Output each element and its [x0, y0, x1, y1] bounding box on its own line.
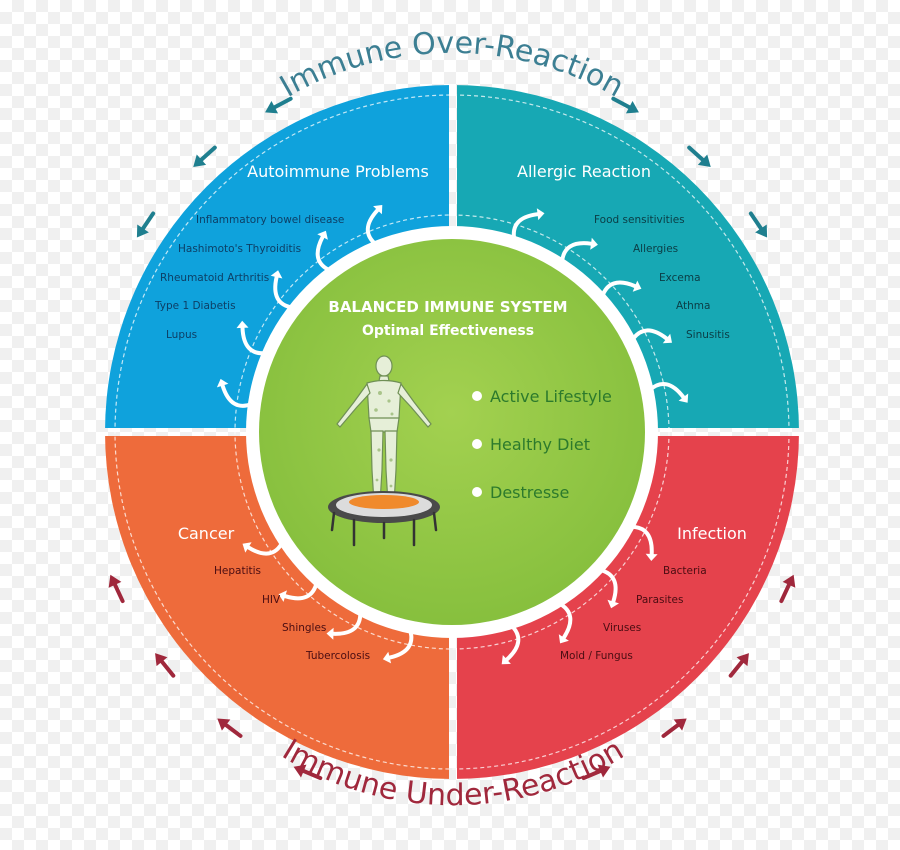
- dashed-arrow: [136, 211, 156, 238]
- list-item: HIV: [262, 594, 281, 606]
- list-item: Excema: [659, 272, 701, 284]
- list-item: Bacteria: [663, 565, 707, 577]
- curved-arrow: [628, 524, 658, 561]
- bullet-dot: [472, 439, 482, 449]
- curved-arrow: [557, 601, 573, 644]
- infection-list: Bacteria Parasites Viruses Mold / Fungus: [560, 565, 707, 662]
- curved-arrow: [597, 567, 619, 609]
- autoimmune-title: Autoimmune Problems: [247, 162, 429, 181]
- curved-arrow: [216, 378, 254, 408]
- dashed-arrow: [728, 653, 749, 678]
- lifestyle-bullets: Active Lifestyle Healthy Diet Destresse: [472, 387, 612, 502]
- list-item: Food sensitivities: [594, 214, 685, 226]
- allergic-title: Allergic Reaction: [517, 162, 651, 181]
- dashed-arrow: [779, 574, 796, 604]
- cancer-title: Cancer: [178, 524, 235, 543]
- center-title: BALANCED IMMUNE SYSTEM: [328, 298, 567, 316]
- curved-arrow: [511, 208, 545, 242]
- bullet-active-lifestyle: Active Lifestyle: [490, 387, 612, 406]
- dashed-arrow: [687, 145, 711, 168]
- curved-arrow: [315, 230, 333, 273]
- list-item: Hashimoto's Thyroiditis: [178, 243, 301, 255]
- center-subtitle: Optimal Effectiveness: [362, 323, 534, 339]
- list-item: Allergies: [633, 243, 678, 255]
- dashed-arrow: [155, 653, 176, 678]
- dashed-arrow: [217, 718, 243, 738]
- allergic-list: Food sensitivities Allergies Excema Athm…: [594, 214, 730, 341]
- bullet-dot: [472, 391, 482, 401]
- dashed-arrow: [293, 764, 323, 781]
- bullet-destresse: Destresse: [490, 483, 569, 502]
- list-item: Lupus: [166, 329, 197, 341]
- dashed-arrow: [193, 145, 217, 168]
- dashed-arrow: [661, 718, 687, 738]
- curved-arrow: [600, 280, 642, 299]
- list-item: Sinusitis: [686, 329, 730, 341]
- curved-arrow: [382, 627, 414, 664]
- autoimmune-list: Inflammatory bowel disease Hashimoto's T…: [154, 214, 344, 341]
- curved-arrow: [236, 320, 269, 356]
- bullet-dot: [472, 487, 482, 497]
- dashed-arrow: [108, 574, 125, 604]
- cancer-list: Hepatitis HIV Shingles Tubercolosis: [214, 565, 370, 662]
- list-item: Athma: [676, 300, 710, 312]
- curved-arrow: [278, 580, 319, 602]
- list-item: Parasites: [636, 594, 683, 606]
- list-item: Viruses: [603, 622, 641, 634]
- list-item: Rheumatoid Arthritis: [160, 272, 269, 284]
- list-item: Shingles: [282, 622, 326, 634]
- dashed-arrow: [611, 96, 639, 114]
- dashed-arrow: [265, 96, 293, 114]
- bullet-healthy-diet: Healthy Diet: [490, 435, 590, 454]
- under-reaction-arrows: [108, 574, 796, 781]
- list-item: Mold / Fungus: [560, 650, 633, 662]
- list-item: Hepatitis: [214, 565, 261, 577]
- dashed-arrow: [581, 764, 611, 781]
- dashed-outer-ring: [114, 94, 790, 770]
- curved-arrow: [365, 205, 383, 247]
- dashed-inner-ring: [234, 214, 670, 650]
- curved-arrow: [501, 623, 521, 665]
- curved-arrow: [270, 270, 295, 310]
- infection-title: Infection: [677, 524, 747, 543]
- list-item: Tubercolosis: [305, 650, 370, 662]
- curved-arrow: [326, 610, 363, 640]
- over-reaction-arrows: [136, 96, 768, 238]
- human-figure-illustration: [328, 355, 440, 547]
- curved-arrow: [242, 540, 285, 556]
- symptom-arrows: [216, 205, 689, 665]
- curved-arrow: [560, 237, 598, 265]
- curved-arrow: [630, 328, 672, 344]
- center-circle: [259, 239, 645, 625]
- curved-arrow: [647, 381, 689, 403]
- list-item: Type 1 Diabetis: [154, 300, 236, 312]
- list-item: Inflammatory bowel disease: [196, 214, 344, 226]
- dashed-arrow: [748, 211, 768, 238]
- over-reaction-label: Immune Over-Reaction: [274, 26, 629, 105]
